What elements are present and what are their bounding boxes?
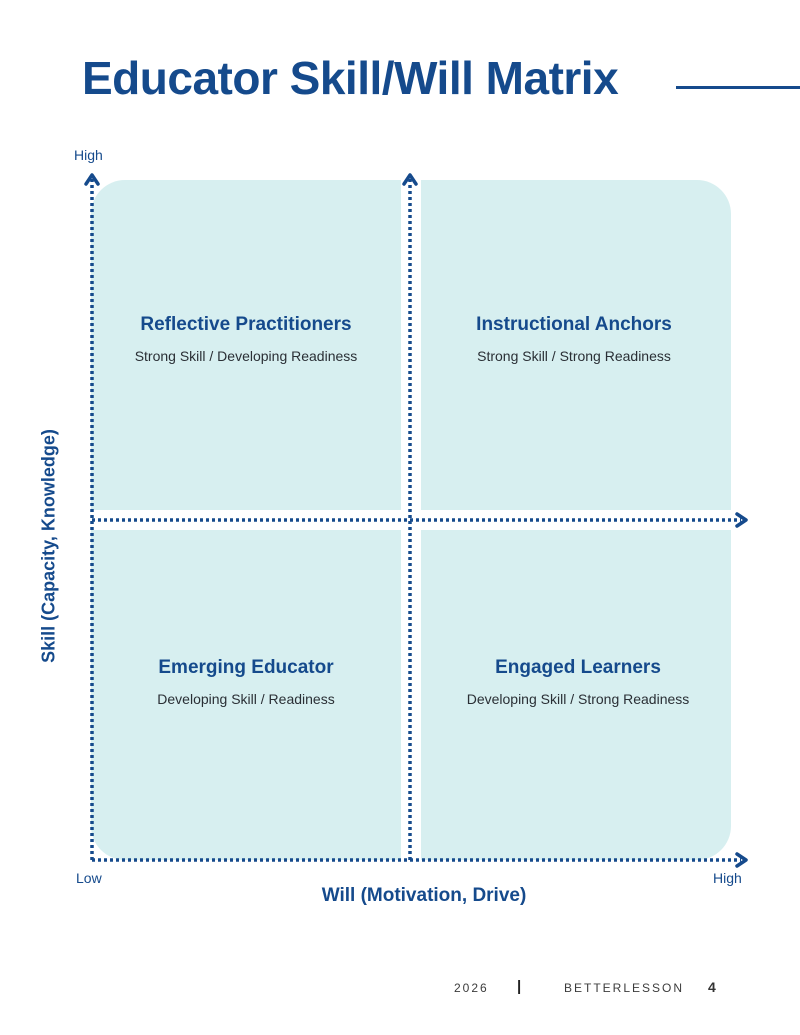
center-horizontal-arrowhead: [735, 512, 748, 528]
quadrant-title: Emerging Educator: [158, 657, 334, 678]
quadrant-subtitle: Developing Skill / Readiness: [157, 691, 335, 707]
y-axis-arrowhead: [84, 173, 100, 186]
quadrant-title: Instructional Anchors: [476, 314, 672, 335]
quadrant-bottom-right: Engaged Learners Developing Skill / Stro…: [428, 657, 728, 707]
page-title: Educator Skill/Will Matrix: [82, 52, 619, 104]
quadrant-bottom-left: Emerging Educator Developing Skill / Rea…: [96, 657, 396, 707]
x-axis-low-label: Low: [76, 870, 102, 886]
x-axis-arrowhead: [735, 852, 748, 868]
page-number: 4: [708, 979, 716, 995]
title-rule: [676, 86, 800, 89]
quadrant-subtitle: Strong Skill / Strong Readiness: [477, 348, 671, 364]
footer-brand: BETTERLESSON: [564, 981, 685, 995]
center-vertical-arrowhead: [402, 173, 418, 186]
quadrant-top-right: Instructional Anchors Strong Skill / Str…: [424, 314, 724, 364]
footer-separator: |: [517, 978, 522, 995]
quadrant-subtitle: Strong Skill / Developing Readiness: [134, 348, 358, 364]
quadrant-top-left: Reflective Practitioners Strong Skill / …: [96, 314, 396, 364]
quadrant-subtitle: Developing Skill / Strong Readiness: [466, 691, 690, 707]
quadrant-title: Engaged Learners: [495, 657, 661, 678]
y-axis-title: Skill (Capacity, Knowledge): [38, 429, 59, 663]
quadrant-title: Reflective Practitioners: [140, 314, 352, 335]
y-axis-high-label: High: [74, 147, 103, 163]
x-axis-high-label: High: [713, 870, 742, 886]
x-axis-title: Will (Motivation, Drive): [321, 885, 527, 906]
footer-year: 2026: [454, 981, 489, 995]
